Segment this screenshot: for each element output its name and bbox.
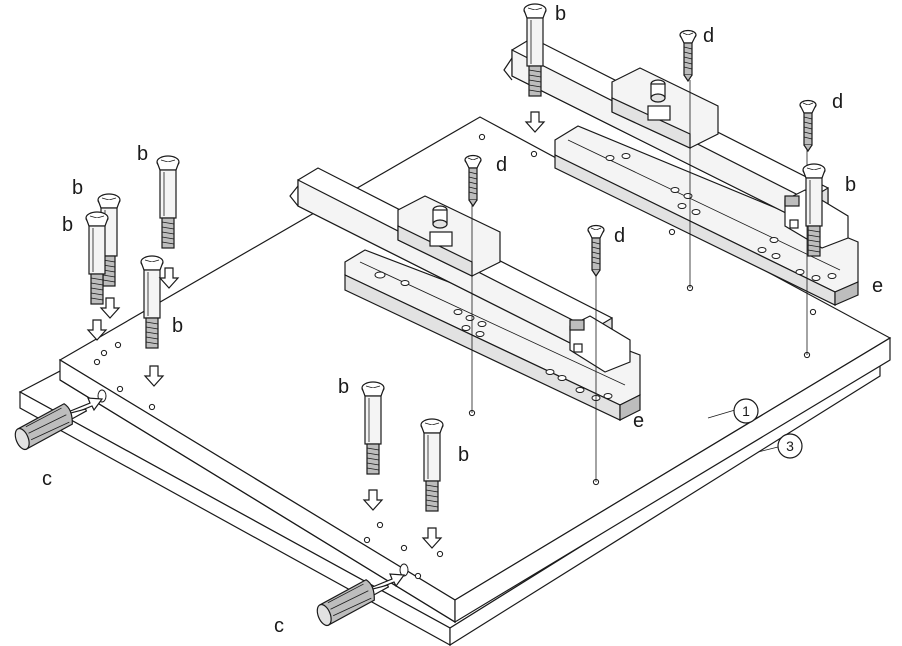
label-b: b	[72, 177, 83, 199]
part-labels: b b b b b b b b c c d d d d e e	[42, 3, 883, 637]
top-panel	[58, 116, 892, 624]
drawer-slide-back	[503, 37, 859, 306]
label-b: b	[338, 376, 349, 398]
label-c: c	[274, 615, 284, 637]
label-d: d	[614, 225, 625, 247]
cam-bolt-left-3	[85, 211, 109, 305]
label-b: b	[555, 3, 566, 25]
label-b: b	[845, 174, 856, 196]
label-d: d	[496, 154, 507, 176]
label-b: b	[62, 214, 73, 236]
svg-text:1: 1	[742, 403, 750, 419]
label-d: d	[703, 25, 714, 47]
label-e: e	[872, 275, 883, 297]
screw-d-4	[799, 99, 817, 152]
label-c: c	[42, 468, 52, 490]
panel-callout-1: 1	[707, 398, 759, 424]
label-b: b	[137, 143, 148, 165]
label-b: b	[172, 315, 183, 337]
drawer-slide-front	[289, 167, 641, 421]
panel-callout-3: 3	[757, 433, 803, 459]
label-b: b	[458, 444, 469, 466]
cam-bolt-left-1	[156, 155, 180, 249]
label-e: e	[633, 410, 644, 432]
label-d: d	[832, 91, 843, 113]
svg-text:3: 3	[786, 438, 794, 454]
screw-d-3	[679, 29, 697, 82]
